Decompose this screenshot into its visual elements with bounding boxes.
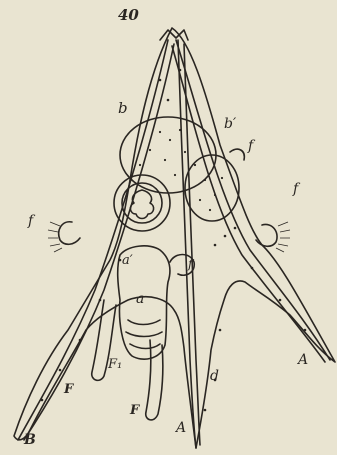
ciliated-lobe-upper: [230, 149, 244, 160]
apex-tip: [160, 30, 188, 40]
rosette-petals: [130, 190, 153, 219]
label-d: d: [210, 368, 219, 384]
label-f-upper: f: [247, 138, 256, 154]
ciliated-lobe-right: [256, 224, 277, 246]
cilia-hatching: [48, 222, 290, 252]
ciliated-lobe-left: [59, 222, 80, 245]
rosette-organ-inner: [122, 183, 162, 223]
label-F1: F₁: [107, 357, 122, 372]
cell-dots: [41, 69, 307, 412]
organ-a-lines: [126, 320, 162, 349]
label-a-prime: a′: [122, 253, 133, 268]
label-a: a: [136, 291, 144, 307]
label-F-left: F: [63, 382, 74, 397]
label-b: b: [118, 99, 128, 117]
label-A-right: A: [296, 352, 308, 368]
label-b-prime: b′: [224, 116, 237, 132]
figure-number: 40: [118, 6, 139, 24]
label-f-left: f: [27, 213, 36, 229]
label-B: B: [23, 432, 36, 448]
label-F-right: F: [129, 403, 140, 418]
label-f-right: f: [292, 181, 301, 197]
label-A-bottom: A: [174, 420, 186, 436]
